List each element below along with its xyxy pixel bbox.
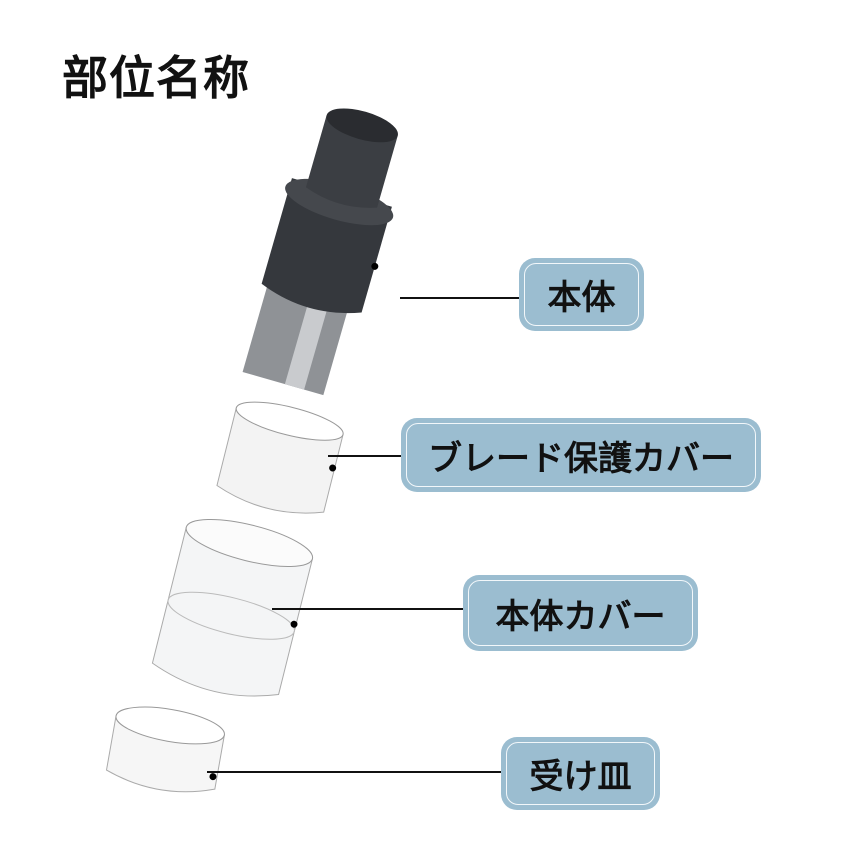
label-blade-cover: ブレード保護カバー [401,418,761,492]
page-title: 部位名称 [62,51,250,105]
label-tray: 受け皿 [501,737,660,810]
tray-drawing [105,706,225,793]
body-cover-drawing [151,518,314,697]
label-text: ブレード保護カバー [428,438,734,479]
leader-line-body-cover [272,608,464,610]
label-text: 本体カバー [495,596,666,637]
main-body-drawing [242,108,398,396]
leader-line-blade-cover [328,455,402,457]
label-main-body: 本体 [519,258,644,331]
leader-line-main-body [400,297,520,299]
label-text: 受け皿 [529,757,632,797]
label-text: 本体 [547,278,616,318]
blade-cover-drawing [216,401,344,514]
leader-line-tray [207,771,502,773]
label-body-cover: 本体カバー [463,575,698,651]
